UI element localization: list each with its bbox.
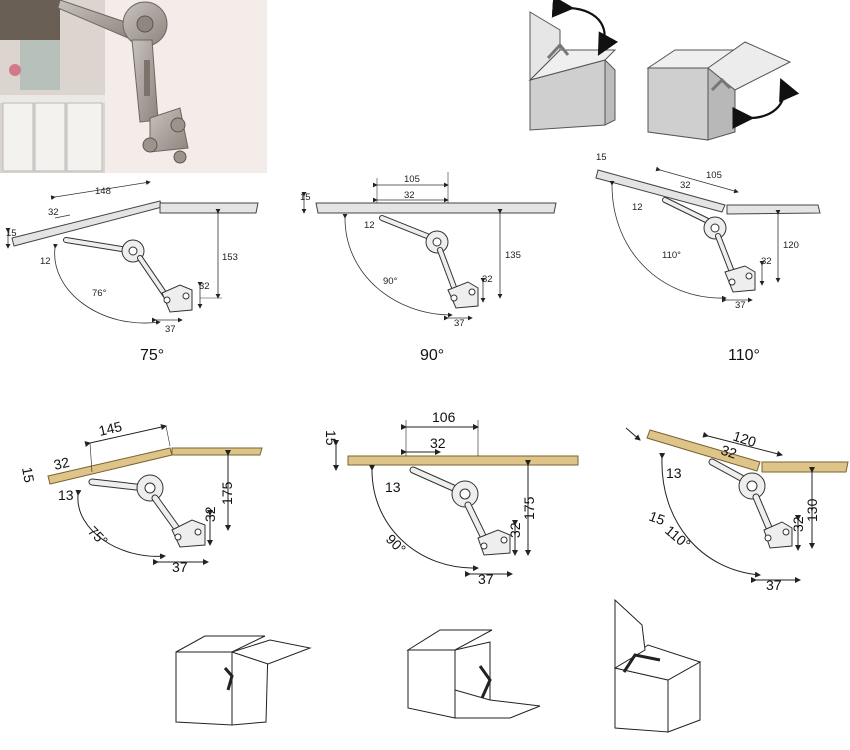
sketch-box-lift-up bbox=[175, 635, 312, 726]
dim-pin: 12 bbox=[632, 202, 643, 213]
top-box-open-up bbox=[528, 11, 617, 131]
dim-length: 106 bbox=[432, 409, 456, 425]
dim-bracket-height: 32 bbox=[507, 522, 523, 538]
diagram-110-wood: 120 32 15 13 130 32 37 110° bbox=[625, 427, 849, 593]
dim-thickness: 15 bbox=[596, 152, 607, 163]
diagram-75-wood: 145 32 15 13 175 32 37 75° bbox=[19, 418, 263, 575]
diagram-90-wood: 106 32 15 13 175 32 37 90° bbox=[323, 409, 579, 587]
dim-height: 120 bbox=[783, 240, 799, 251]
dim-angle: 110° bbox=[662, 250, 681, 261]
dim-height: 130 bbox=[804, 498, 820, 522]
dim-length: 105 bbox=[404, 174, 420, 185]
sketch-box-drop-down bbox=[406, 629, 541, 719]
rotate-arrow-icon bbox=[551, 0, 619, 56]
dim-bracket-height: 32 bbox=[202, 506, 218, 522]
dim-offset: 32 bbox=[719, 442, 739, 462]
dim-angle: 90° bbox=[383, 531, 409, 557]
dim-angle: 76° bbox=[92, 288, 107, 299]
dim-bracket-width: 37 bbox=[735, 300, 746, 311]
caption-angle: 90° bbox=[420, 347, 444, 364]
rotate-arrow-icon bbox=[732, 77, 800, 130]
dim-thickness: 15 bbox=[647, 508, 667, 528]
dim-bracket-height: 32 bbox=[761, 256, 772, 267]
dim-length: 148 bbox=[95, 186, 111, 197]
dim-thickness: 15 bbox=[6, 228, 17, 239]
dim-bracket-width: 37 bbox=[454, 318, 465, 329]
dim-angle: 110° bbox=[662, 522, 694, 552]
dim-pin: 13 bbox=[58, 487, 74, 503]
diagram-75-flat: 148 32 15 12 153 32 37 76° bbox=[5, 180, 259, 335]
diagram-90-flat: 105 32 15 12 135 32 37 90° bbox=[300, 172, 557, 329]
dim-thickness: 15 bbox=[300, 192, 311, 203]
dim-angle: 90° bbox=[383, 276, 398, 287]
dim-bracket-width: 37 bbox=[478, 571, 494, 587]
dim-pin: 12 bbox=[364, 220, 375, 231]
dim-height: 175 bbox=[219, 481, 235, 505]
dim-thickness: 15 bbox=[19, 466, 37, 484]
dim-offset: 32 bbox=[430, 435, 446, 451]
dim-length: 120 bbox=[731, 428, 758, 451]
caption-angle: 75° bbox=[140, 347, 164, 364]
dim-length: 105 bbox=[706, 170, 722, 181]
dim-height: 175 bbox=[521, 496, 537, 520]
dim-bracket-height: 32 bbox=[790, 516, 806, 532]
dim-height: 153 bbox=[222, 252, 238, 263]
sketch-box-swing-up bbox=[613, 598, 702, 733]
dim-pin: 12 bbox=[40, 256, 51, 267]
dim-bracket-width: 37 bbox=[165, 324, 176, 335]
dim-offset: 32 bbox=[680, 180, 691, 191]
dim-length: 145 bbox=[97, 418, 124, 439]
dim-bracket-width: 37 bbox=[172, 559, 188, 575]
dim-bracket-height: 32 bbox=[199, 281, 210, 292]
dim-pin: 13 bbox=[666, 465, 682, 481]
product-photo bbox=[0, 0, 267, 173]
dim-bracket-width: 37 bbox=[766, 577, 782, 593]
dim-offset: 32 bbox=[52, 454, 71, 473]
dim-height: 135 bbox=[505, 250, 521, 261]
dim-bracket-height: 32 bbox=[482, 274, 493, 285]
dim-offset: 32 bbox=[404, 190, 415, 201]
top-box-lift-up bbox=[646, 41, 792, 141]
dim-thickness: 15 bbox=[323, 430, 339, 446]
dim-offset: 32 bbox=[48, 207, 59, 218]
dim-pin: 13 bbox=[385, 479, 401, 495]
diagram-110-flat: 105 32 15 12 120 32 37 110° bbox=[595, 152, 821, 311]
caption-angle: 110° bbox=[728, 347, 760, 364]
